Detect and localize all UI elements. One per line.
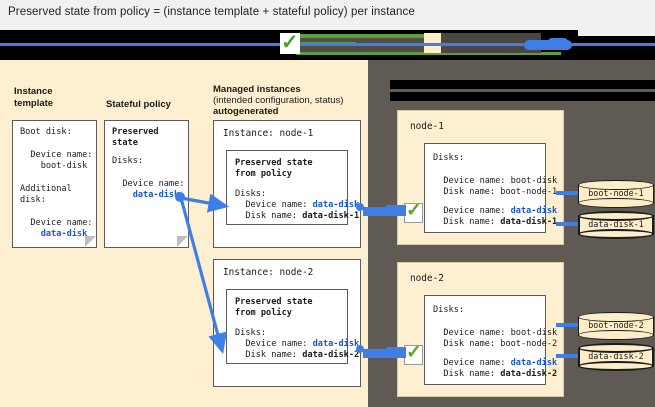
instance-label: Instance: node-2	[223, 267, 314, 278]
top-band-blue-line-right	[545, 43, 655, 46]
volume-data-disk-1: data-disk-1	[578, 211, 654, 239]
instance-card-node-2: Instance: node-2 Preserved state from po…	[213, 259, 361, 387]
redacted-header-line-2b	[586, 92, 655, 101]
disks-label: Disks:	[235, 328, 267, 338]
connector-boot-node-2	[556, 323, 584, 327]
volume-data-disk-2: data-disk-2	[578, 343, 654, 371]
disks-label: Disks:	[433, 305, 465, 315]
disk-name-value: data-disk-1	[500, 217, 558, 227]
top-band-blue-line	[0, 43, 600, 46]
volume-boot-node-2: boot-node-2	[578, 312, 654, 340]
redacted-header-line-1	[390, 80, 586, 89]
top-band-green-line-2	[296, 52, 561, 55]
node-card-node-1: node-1 Disks: Device name: boot-disk Dis…	[397, 110, 564, 245]
volume-boot-node-1: boot-node-1	[578, 180, 654, 208]
heading-managed-instances-sub2: autogenerated	[213, 106, 279, 117]
device-name-value: data-disk	[510, 358, 558, 368]
volume-label: data-disk-1	[588, 219, 644, 229]
card-instance-template: Boot disk: Device name: boot-disk Additi…	[12, 120, 97, 248]
device-name-value: data-disk	[312, 200, 360, 210]
device-name-value: data-disk	[312, 339, 360, 349]
disk-name-value: data-disk-2	[500, 369, 558, 379]
card-fold-corner	[177, 236, 188, 247]
top-band-notch	[578, 30, 655, 36]
top-band-blue-pill-2	[548, 38, 568, 46]
instance-card-node-1: Instance: node-1 Preserved state from po…	[213, 120, 361, 248]
heading-instance-template: Instance template	[14, 86, 54, 109]
green-check-icon: ✓	[281, 31, 299, 54]
preserved-state-box-node-1: Preserved state from policy Disks: Devic…	[226, 150, 359, 225]
disks-label: Disks:	[433, 153, 465, 163]
page-title: Preserved state from policy = (instance …	[8, 6, 415, 18]
node-card-node-2: node-2 Disks: Device name: boot-disk Dis…	[397, 262, 564, 397]
card-stateful-policy: Preserved state Disks: Device name: data…	[104, 120, 189, 248]
connector-dot-node-2	[356, 345, 364, 353]
redacted-header-line-1b	[586, 80, 655, 89]
volume-label: boot-node-2	[588, 320, 644, 330]
green-check-icon: ✓	[404, 200, 423, 223]
instance-label: Instance: node-1	[223, 128, 314, 139]
device-name-value: boot-disk	[510, 328, 558, 338]
node-label: node-2	[410, 273, 444, 284]
device-name-value: data-disk	[510, 206, 558, 216]
redacted-header-line-2	[390, 92, 586, 101]
connector-dot-node-1	[356, 203, 364, 211]
device-name-value: boot-disk	[510, 176, 558, 186]
disks-label: Disks:	[235, 189, 267, 199]
node-disks-box-node-1: Disks: Device name: boot-disk Disk name:…	[424, 143, 557, 233]
disk-name-value: data-disk-1	[302, 211, 360, 221]
card-fold-corner	[85, 236, 96, 247]
connector-boot-node-1	[556, 191, 584, 195]
connector-data-disk-1	[556, 222, 584, 226]
volume-label: data-disk-2	[588, 351, 644, 361]
heading-managed-instances-sub: (intended configuration, status)	[213, 95, 344, 106]
green-check-icon: ✓	[404, 342, 423, 365]
panel-divider	[368, 60, 388, 407]
arrow-origin-dot	[175, 192, 185, 202]
volume-label: boot-node-1	[588, 188, 644, 198]
arrow-policy-to-node-1	[180, 193, 230, 213]
heading-managed-instances: Managed instances	[213, 84, 301, 95]
connector-bar-node-2	[363, 349, 391, 358]
connector-bar-node-1b	[386, 205, 406, 216]
node-disks-box-node-2: Disks: Device name: boot-disk Disk name:…	[424, 295, 557, 385]
top-band-check-backdrop	[280, 33, 300, 54]
top-band-green-line-1	[296, 34, 431, 38]
disk-name-value: boot-node-1	[500, 187, 558, 197]
connector-bar-node-2b	[386, 347, 406, 358]
heading-stateful-policy: Stateful policy	[106, 99, 171, 110]
arrow-policy-to-node-2	[179, 197, 227, 355]
connector-bar-node-1	[363, 207, 391, 216]
preserved-state-box-node-2: Preserved state from policy Disks: Devic…	[226, 289, 359, 364]
connector-data-disk-2	[556, 354, 584, 358]
disk-name-value: boot-node-2	[500, 339, 558, 349]
disk-name-value: data-disk-2	[302, 350, 360, 360]
node-label: node-1	[410, 121, 444, 132]
